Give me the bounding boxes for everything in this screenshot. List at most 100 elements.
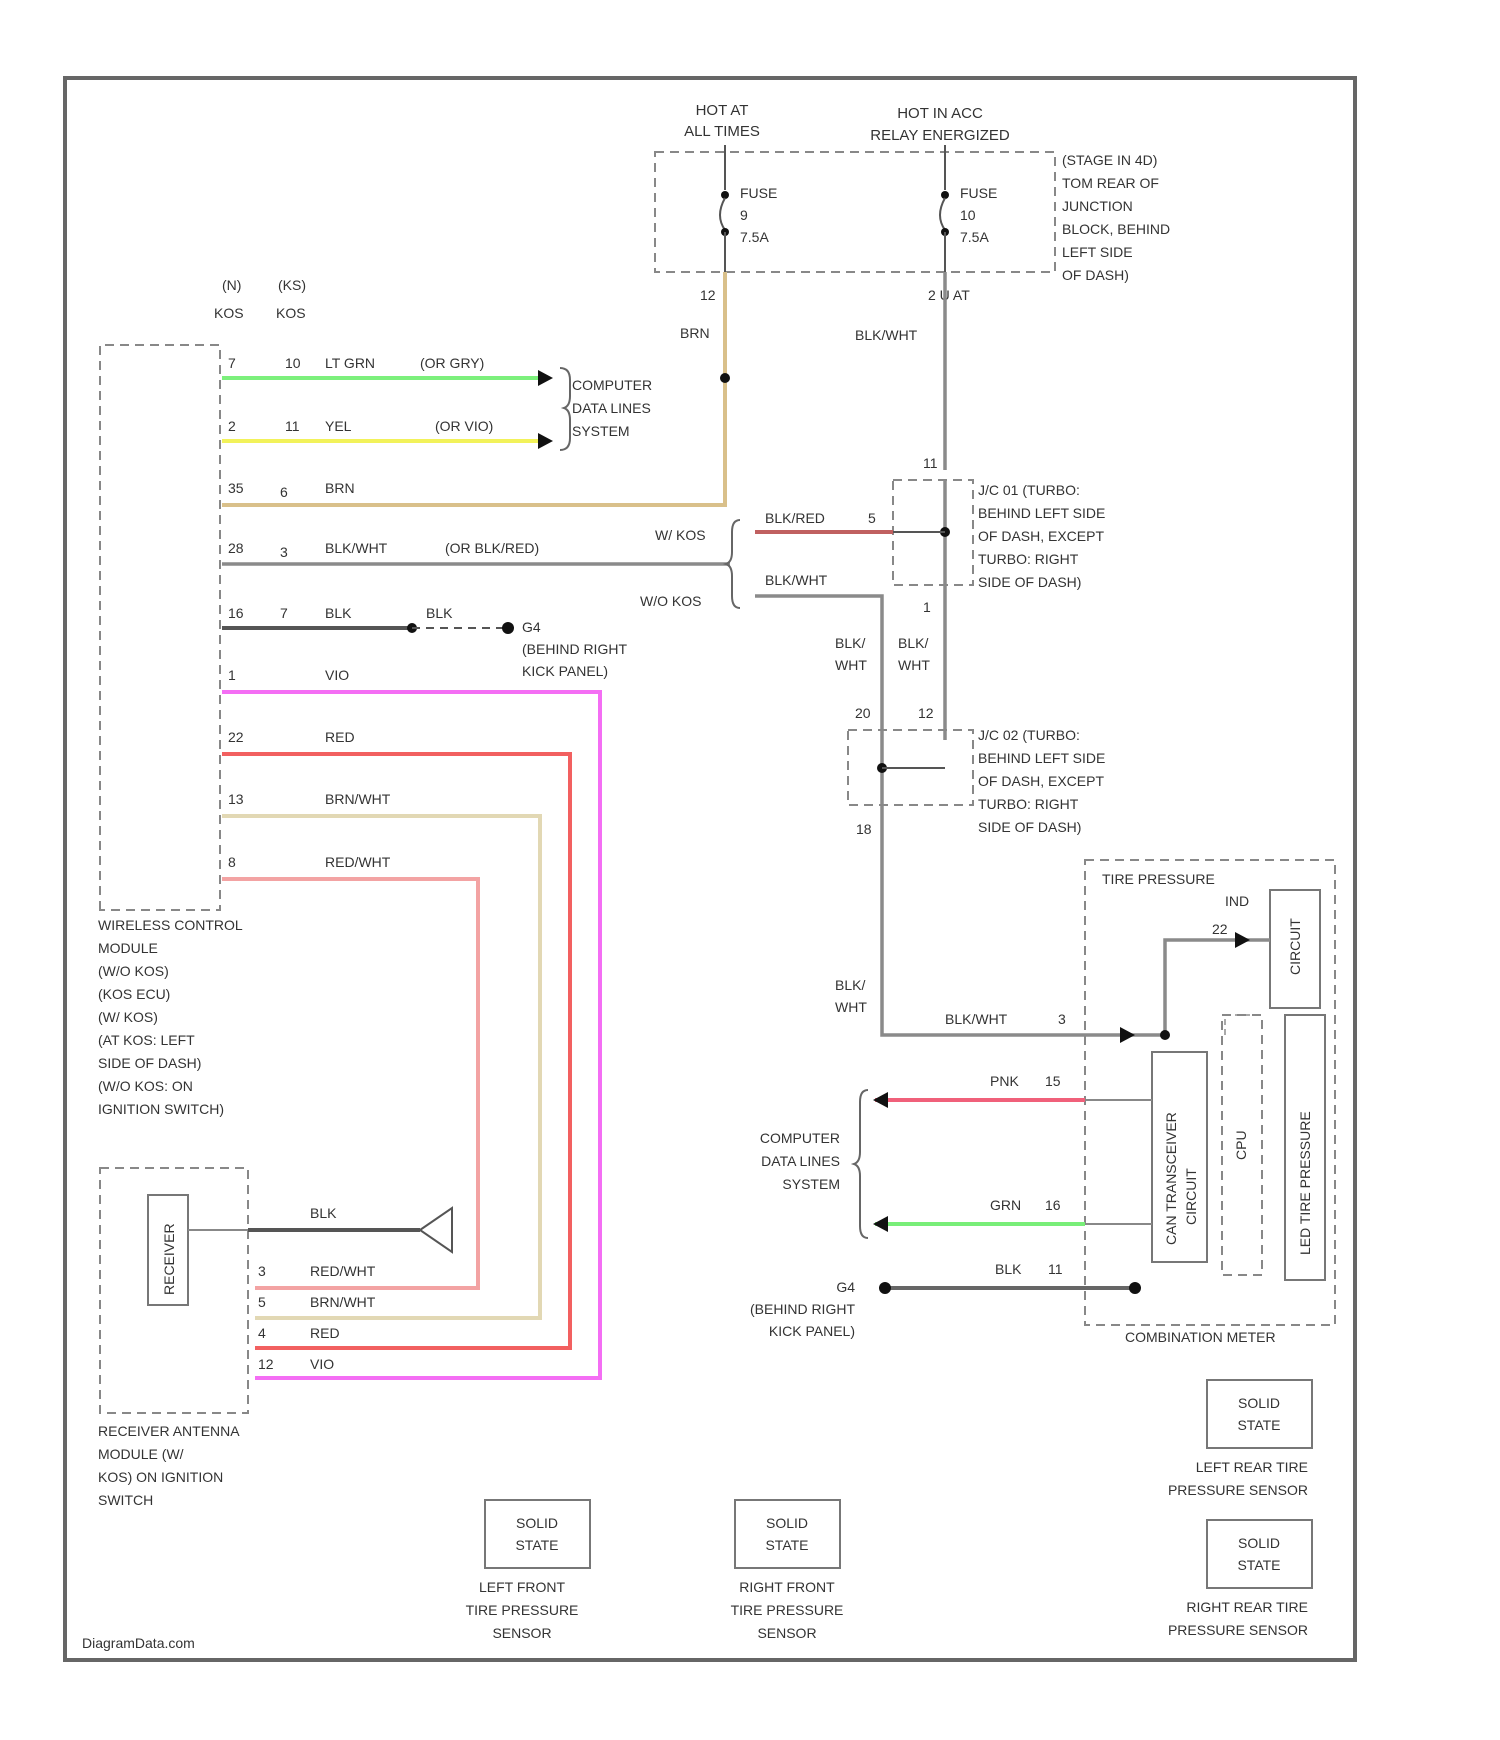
wcm-hdr-2a: (KS) [278, 277, 306, 293]
sensor-rf-cap-2: TIRE PRESSURE [731, 1602, 844, 1618]
jc2-note-3: OF DASH, EXCEPT [978, 773, 1104, 789]
wcm-color-9: RED/WHT [325, 854, 391, 870]
fuse-block: HOT AT ALL TIMES HOT IN ACC RELAY ENERGI… [655, 102, 1170, 303]
fuse-10-symbol [940, 198, 945, 230]
sensor-rr-cap-1: RIGHT REAR TIRE [1186, 1599, 1308, 1615]
fuse-a-pin: 12 [700, 287, 716, 303]
sensor-lf-line1: SOLID [516, 1515, 558, 1531]
sensor-rr-line2: STATE [1237, 1557, 1280, 1573]
sensor-lr-line1: SOLID [1238, 1395, 1280, 1411]
meter-circuit-label: CIRCUIT [1287, 918, 1303, 975]
data-lines-bottom-1: COMPUTER [760, 1130, 840, 1146]
fuse-a-label: FUSE [740, 185, 777, 201]
jc1-note-4: TURBO: RIGHT [978, 551, 1079, 567]
wcm-wire-brn-wht [222, 816, 540, 1318]
jc1-wire-blk-wht [755, 596, 1120, 1035]
wcm-color-7: RED [325, 729, 355, 745]
receiver-label-3: KOS) ON IGNITION [98, 1469, 223, 1485]
wcm-outline [100, 345, 220, 910]
jc1-w-kos: W/ KOS [655, 527, 706, 543]
sensor-lf-cap-1: LEFT FRONT [479, 1579, 566, 1595]
hot-relay-line1: HOT IN ACC [897, 105, 983, 122]
wcm-ground-label: G4 [522, 619, 541, 635]
wcm-hdr-1a: (N) [222, 277, 241, 293]
fuse-block-note-6: OF DASH) [1062, 267, 1129, 283]
receiver-pin-3: 4 [258, 1325, 266, 1341]
meter-can-1: CAN TRANSCEIVER [1163, 1112, 1179, 1245]
data-lines-bottom-2: DATA LINES [761, 1153, 840, 1169]
receiver-label-4: SWITCH [98, 1492, 153, 1508]
jc1-note-2: BEHIND LEFT SIDE [978, 505, 1105, 521]
wcm-color-5: BLK [325, 605, 352, 621]
ground-bottom-note-1: (BEHIND RIGHT [750, 1301, 855, 1317]
receiver-pin-4: 12 [258, 1356, 274, 1372]
receiver-inner-label: RECEIVER [161, 1223, 177, 1295]
brn-wire-label: BRN [680, 325, 710, 341]
wcm-label-4: (KOS ECU) [98, 986, 170, 1002]
wcm-label-3: (W/O KOS) [98, 963, 169, 979]
wcm-color-4: BLK/WHT [325, 540, 388, 556]
fuse-b-label: FUSE [960, 185, 997, 201]
wcm-label-7: SIDE OF DASH) [98, 1055, 201, 1071]
jc1-note-5: SIDE OF DASH) [978, 574, 1081, 590]
jc1-note-1: J/C 01 (TURBO: [978, 482, 1080, 498]
receiver-color-2: BRN/WHT [310, 1294, 376, 1310]
wcm-cav-3: 6 [280, 484, 288, 500]
wcm-label-9: IGNITION SWITCH) [98, 1101, 224, 1117]
hot-relay-line2: RELAY ENERGIZED [870, 127, 1010, 144]
wcm-label-2: MODULE [98, 940, 158, 956]
wcm-pin-1: 7 [228, 355, 236, 371]
hot-at-all-times-line1: HOT AT [696, 102, 749, 119]
receiver-antenna-module: RECEIVER BLK 3 RED/WHT 5 BRN/WHT 4 RED 1… [98, 1168, 452, 1508]
wcm-color-1: LT GRN [325, 355, 375, 371]
jc1-note-3: OF DASH, EXCEPT [978, 528, 1104, 544]
meter-blk-pin: 11 [1048, 1261, 1063, 1277]
sensor-lr-cap-1: LEFT REAR TIRE [1196, 1459, 1308, 1475]
meter-tpms-1: TIRE PRESSURE [1102, 871, 1215, 887]
data-lines-brace-top [560, 368, 570, 450]
jc2-note-1: J/C 02 (TURBO: [978, 727, 1080, 743]
junction-connector-01: W/ KOS W/O KOS BLK/RED 5 BLK/WHT 11 1 J/… [640, 455, 1120, 1035]
wcm-cav-1: 10 [285, 355, 301, 371]
wcm-ground-note-2: KICK PANEL) [522, 663, 608, 679]
jc2-pin-meter: 3 [1058, 1011, 1066, 1027]
antenna-icon [420, 1208, 452, 1252]
meter-ind-wire [1120, 940, 1270, 1035]
wcm-cav-2: 11 [285, 418, 300, 434]
receiver-color-4: VIO [310, 1356, 334, 1372]
meter-pin-22: 22 [1212, 921, 1228, 937]
sensor-right-rear: SOLID STATE RIGHT REAR TIRE PRESSURE SEN… [1168, 1520, 1312, 1638]
sensor-lf-cap-2: TIRE PRESSURE [466, 1602, 579, 1618]
meter-grn-pin: 16 [1045, 1197, 1061, 1213]
jc1-bottom-pin: 1 [923, 599, 931, 615]
receiver-color-3: RED [310, 1325, 340, 1341]
meter-pnk-label: PNK [990, 1073, 1019, 1089]
sensor-rf-line1: SOLID [766, 1515, 808, 1531]
jc1-v2-a: BLK/ [898, 635, 928, 651]
wcm-alt-4: (OR BLK/RED) [445, 540, 539, 556]
wcm-color-8: BRN/WHT [325, 791, 391, 807]
wcm-pin-4: 28 [228, 540, 244, 556]
jc1-v1-a: BLK/ [835, 635, 865, 651]
jc2-v1-b: WHT [835, 999, 867, 1015]
wcm-alt-2: (OR VIO) [435, 418, 493, 434]
junction-connector-02: 20 12 18 J/C 02 (TURBO: BEHIND LEFT SIDE… [835, 705, 1105, 1027]
sensor-lr-line2: STATE [1237, 1417, 1280, 1433]
wcm-label-1: WIRELESS CONTROL [98, 917, 243, 933]
fuse-b-pin: 2 U AT [928, 287, 970, 303]
watermark: DiagramData.com [82, 1635, 195, 1651]
receiver-pin-1: 3 [258, 1263, 266, 1279]
wcm-pin-8: 13 [228, 791, 244, 807]
wcm-pin-5: 16 [228, 605, 244, 621]
jc2-wire-bottom: BLK/WHT [945, 1011, 1008, 1027]
data-lines-top-1: COMPUTER [572, 377, 652, 393]
ground-bottom-label: G4 [836, 1279, 855, 1295]
data-lines-top-3: SYSTEM [572, 423, 630, 439]
meter-pnk-pin: 15 [1045, 1073, 1061, 1089]
sensor-lf-line2: STATE [515, 1537, 558, 1553]
sensor-rf-cap-1: RIGHT FRONT [739, 1579, 835, 1595]
jc1-wire-red-pin: 5 [868, 510, 876, 526]
jc1-wire-blk-label: BLK/WHT [765, 572, 828, 588]
sensor-left-front: SOLID STATE LEFT FRONT TIRE PRESSURE SEN… [466, 1500, 590, 1641]
